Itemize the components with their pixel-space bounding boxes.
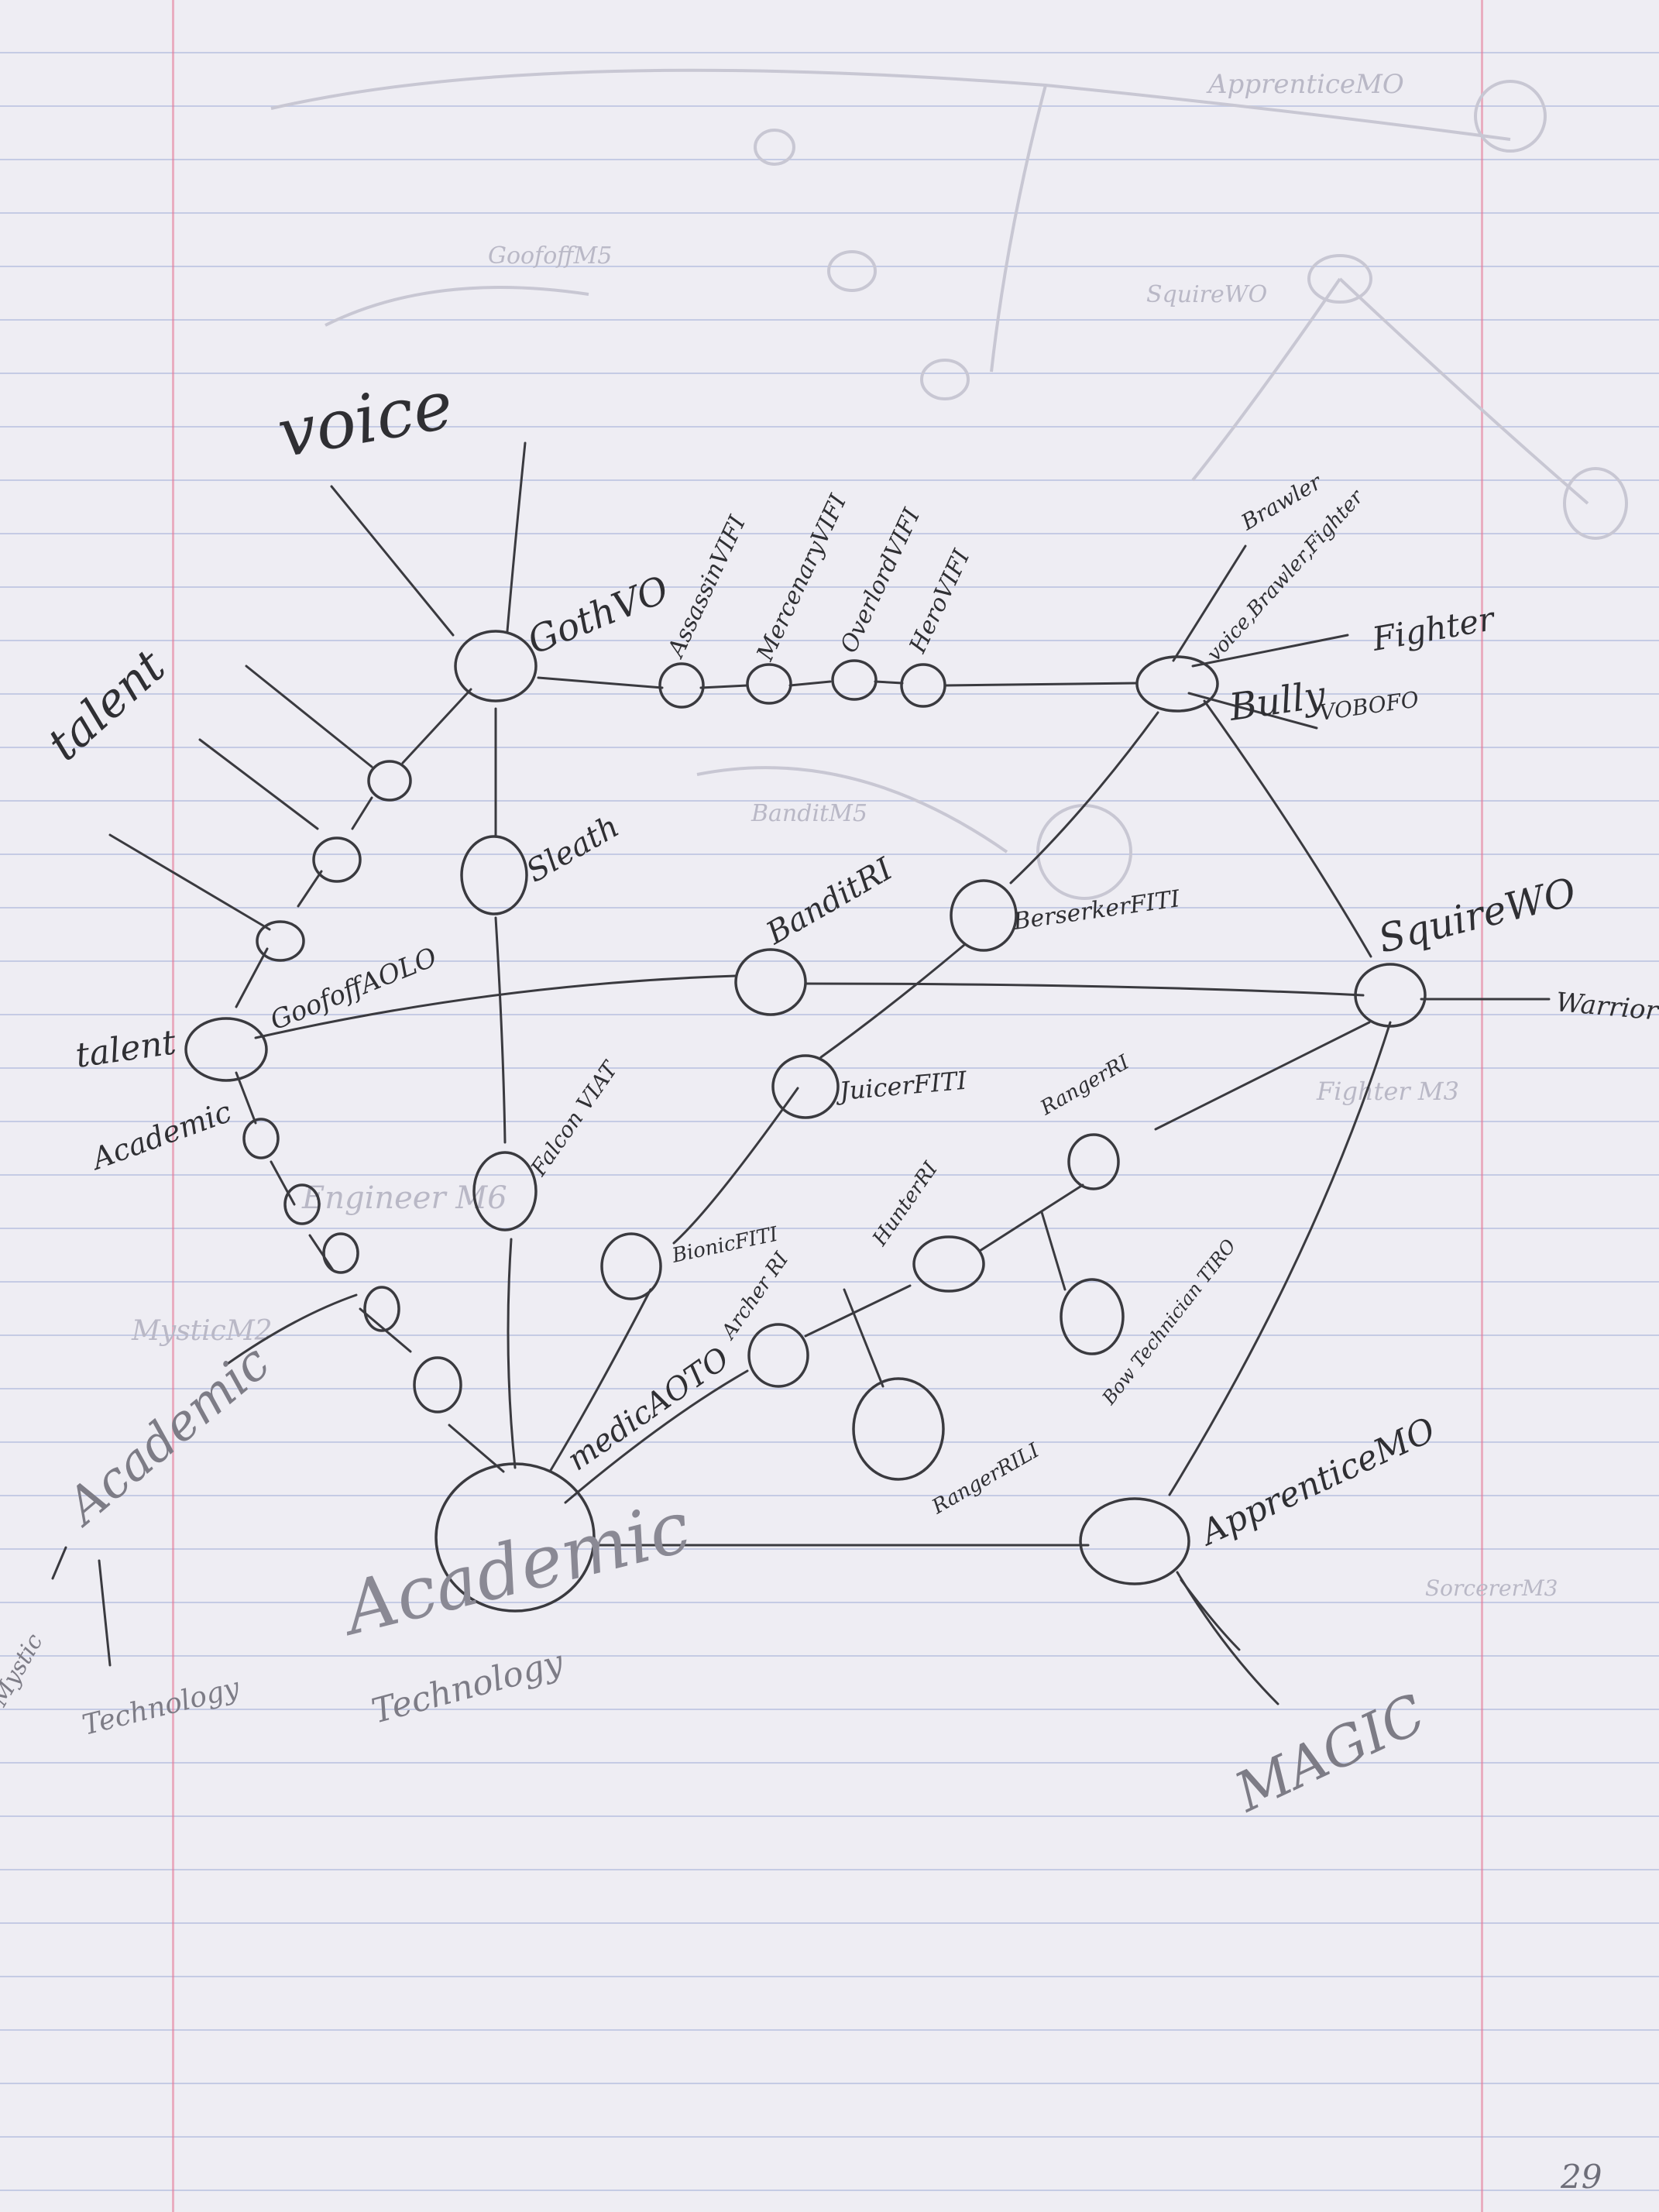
label-brawler: Brawler [1236, 469, 1327, 536]
label-technology-bottom: Technology [368, 1642, 568, 1731]
label-bandit: BanditRI [760, 851, 899, 953]
label-squire: SquireWO [1374, 869, 1581, 961]
label-warrior: Warrior [1554, 987, 1659, 1027]
svg-text:Fighter M3: Fighter M3 [1316, 1077, 1459, 1106]
node-ranger-rili [852, 1377, 945, 1481]
node-talent-2 [312, 836, 362, 883]
node-hero [900, 663, 946, 708]
node-academic-hub [434, 1462, 596, 1613]
label-berserker: BerserkerFITI [1011, 885, 1182, 936]
label-ranger-ri: RangerRI [1036, 1050, 1134, 1120]
labels: voice GothVO talent talent Academic Goof… [0, 366, 1659, 2196]
label-archer: Archer RI [716, 1248, 794, 1345]
node-archer [747, 1323, 809, 1388]
label-sleath: Sleath [520, 809, 625, 890]
page-number: 29 [1560, 2158, 1602, 2196]
node-juicer [771, 1054, 840, 1119]
label-bully: Bully [1226, 673, 1328, 730]
node-academic-4 [363, 1286, 400, 1332]
node-squire [1354, 963, 1427, 1028]
label-bionic: BionicFITI [669, 1223, 781, 1269]
node-bow-tech [1060, 1278, 1125, 1355]
node-academic-3 [322, 1232, 359, 1274]
label-apprentice: ApprenticeMO [1192, 1410, 1441, 1554]
label-bow-tech: Bow Technician TIRO [1097, 1235, 1240, 1409]
bleed-through-background: ApprenticeMO SquireWO GoofoffM5 BanditM5… [131, 68, 1628, 1601]
connections [51, 441, 1551, 1705]
label-goofoff: GoofoffAOLO [266, 942, 441, 1037]
node-bionic [600, 1232, 662, 1300]
svg-text:MysticM2: MysticM2 [131, 1315, 273, 1347]
node-academic-1 [242, 1118, 280, 1159]
node-overlord [831, 659, 878, 701]
label-fighter: Fighter [1369, 599, 1499, 658]
node-falcon [472, 1151, 538, 1231]
label-gothvo: GothVO [522, 568, 675, 663]
node-ranger-ri [1067, 1133, 1120, 1190]
label-mystic: Mystic [0, 1629, 49, 1711]
node-berserker [950, 879, 1018, 952]
node-academic-2 [283, 1183, 321, 1225]
label-voice: voice [272, 366, 459, 473]
node-mercenary [746, 663, 792, 705]
label-vobofo: VOBOFO [1317, 686, 1420, 726]
label-mercenary: MercenaryVIFI [751, 489, 853, 665]
label-juicer: JuicerFITI [833, 1066, 969, 1107]
nodes [184, 630, 1427, 1613]
node-gothvo [454, 630, 538, 702]
label-hero: HeroVIFI [904, 544, 976, 658]
margin-line-right [1481, 0, 1483, 2212]
label-academic-lower: Academic [53, 1334, 281, 1537]
label-academic-bottom: Academic [331, 1486, 698, 1653]
node-talent-1 [367, 760, 412, 802]
label-talent-left: talent [73, 1022, 178, 1076]
svg-text:ApprenticeMO: ApprenticeMO [1206, 69, 1404, 100]
node-talent-3 [256, 920, 305, 962]
node-bandit [734, 948, 807, 1016]
node-sleath [460, 835, 528, 915]
node-hunter [912, 1235, 985, 1293]
label-magic: MAGIC [1224, 1681, 1435, 1825]
svg-text:SquireWO: SquireWO [1146, 281, 1267, 308]
label-technology-left: Technology [79, 1672, 243, 1742]
label-falconvi: Falcon VIAT [525, 1056, 623, 1181]
svg-text:BanditM5: BanditM5 [750, 800, 867, 827]
node-goofoff [184, 1017, 268, 1082]
node-apprentice [1079, 1497, 1190, 1585]
label-talent-top: talent [37, 639, 176, 771]
svg-text:GoofoffM5: GoofoffM5 [488, 242, 612, 270]
node-assassin [658, 662, 705, 709]
svg-text:Engineer M6: Engineer M6 [301, 1180, 507, 1216]
node-academic-5 [413, 1356, 462, 1413]
node-bully [1135, 655, 1219, 713]
margin-line-left [172, 0, 174, 2212]
label-hunter: HunterRI [868, 1157, 943, 1250]
svg-text:SorcererM3: SorcererM3 [1425, 1575, 1558, 1601]
label-academic-left: Academic [85, 1094, 235, 1177]
label-assassin: AssassinVIFI [661, 511, 751, 663]
label-ranger-rili: RangerRILI [928, 1439, 1044, 1520]
